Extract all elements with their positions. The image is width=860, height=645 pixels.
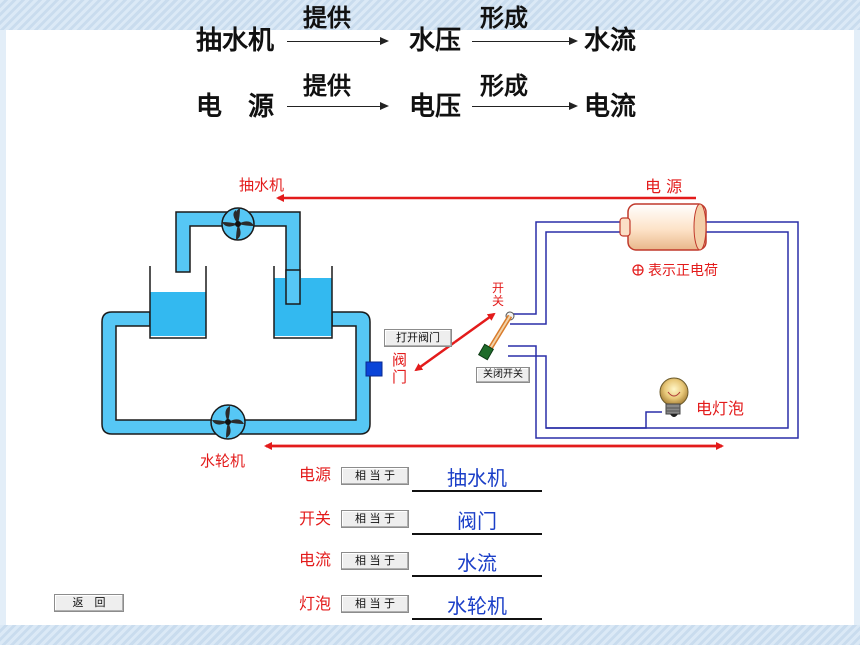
close-switch-button[interactable]: 关闭开关 bbox=[476, 367, 530, 383]
battery-icon bbox=[619, 203, 707, 251]
light-bulb-label: 电灯泡 bbox=[696, 399, 745, 418]
valve-label: 阀门 bbox=[392, 351, 408, 386]
answer-pump: 抽水机 bbox=[412, 466, 542, 492]
power-source-label: 电 源 bbox=[645, 177, 683, 196]
row2-power-text: 电 源 bbox=[196, 92, 275, 122]
term-power-source: 电源 bbox=[299, 465, 332, 484]
right-tank bbox=[273, 266, 333, 339]
row1-pump-text: 抽水机 bbox=[196, 26, 275, 56]
term-current: 电流 bbox=[299, 550, 332, 569]
switch-icon bbox=[477, 311, 515, 361]
row2-arrow-1 bbox=[287, 101, 389, 110]
left-tank bbox=[149, 266, 207, 339]
row2-form-label: 形成 bbox=[480, 72, 528, 100]
row1-arrow-1 bbox=[287, 36, 389, 45]
equivalent-button-bulb[interactable]: 相 当 于 bbox=[341, 595, 409, 613]
row2-current-text: 电流 bbox=[584, 92, 637, 122]
equivalent-button-current[interactable]: 相 当 于 bbox=[341, 552, 409, 570]
right-decor-band bbox=[854, 30, 860, 625]
row2-arrow-2 bbox=[472, 101, 578, 110]
valve-icon bbox=[365, 361, 383, 377]
row1-provide-label: 提供 bbox=[303, 4, 351, 32]
top-decor-band bbox=[0, 0, 860, 30]
left-decor-band bbox=[0, 30, 6, 625]
answer-water-flow: 水流 bbox=[412, 551, 542, 577]
pump-impeller-icon bbox=[221, 207, 255, 241]
open-valve-button[interactable]: 打开阀门 bbox=[384, 329, 452, 347]
turbine-label: 水轮机 bbox=[200, 452, 246, 470]
bottom-decor-band bbox=[0, 625, 860, 645]
row1-arrow-2 bbox=[472, 36, 578, 45]
back-button[interactable]: 返 回 bbox=[54, 594, 124, 612]
row2-voltage-text: 电压 bbox=[409, 92, 462, 122]
switch-label: 开关 bbox=[492, 281, 505, 308]
row2-provide-label: 提供 bbox=[303, 72, 351, 100]
answer-valve: 阀门 bbox=[412, 509, 542, 535]
row1-water-flow-text: 水流 bbox=[584, 26, 637, 56]
light-bulb-icon bbox=[659, 377, 689, 417]
answer-turbine: 水轮机 bbox=[412, 594, 542, 620]
circuit-wires bbox=[508, 221, 799, 439]
turbine-impeller-icon bbox=[210, 404, 246, 440]
charge-legend-label: 表示正电荷 bbox=[648, 263, 718, 279]
term-bulb: 灯泡 bbox=[299, 594, 332, 613]
equivalent-button-switch[interactable]: 相 当 于 bbox=[341, 510, 409, 528]
pump-label: 抽水机 bbox=[239, 176, 285, 194]
term-switch: 开关 bbox=[299, 509, 332, 528]
equivalent-button-power-source[interactable]: 相 当 于 bbox=[341, 467, 409, 485]
positive-charge-icon bbox=[632, 264, 644, 276]
row1-water-pressure-text: 水压 bbox=[409, 26, 462, 56]
row1-form-label: 形成 bbox=[480, 4, 528, 32]
